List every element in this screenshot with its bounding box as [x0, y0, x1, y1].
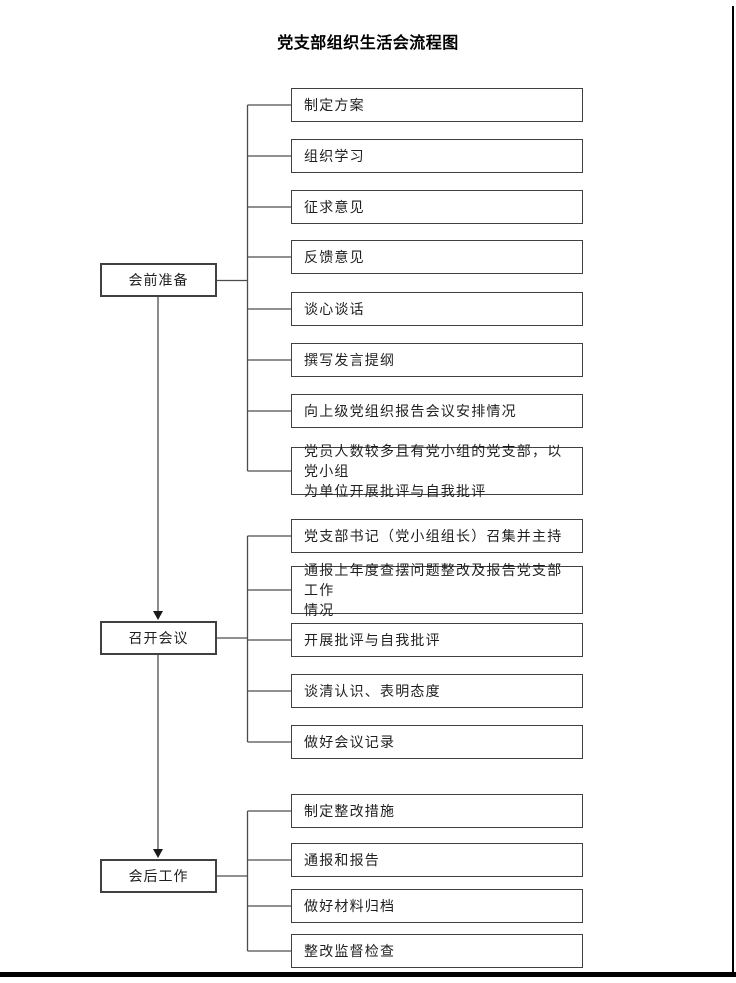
step-box: 撰写发言提纲: [291, 343, 583, 377]
step-box: 做好材料归档: [291, 889, 583, 923]
down-arrow-icon: [153, 849, 163, 858]
step-box: 开展批评与自我批评: [291, 623, 583, 657]
stage-box-post-meeting: 会后工作: [100, 859, 217, 893]
stage-label: 召开会议: [128, 630, 189, 646]
step-box: 向上级党组织报告会议安排情况: [291, 394, 583, 428]
step-box: 党支部书记（党小组组长）召集并主持: [291, 519, 583, 553]
step-box: 通报上年度查摆问题整改及报告党支部工作 情况: [291, 562, 583, 618]
step-box: 做好会议记录: [291, 725, 583, 759]
step-box: 谈心谈话: [291, 292, 583, 326]
step-box: 征求意见: [291, 190, 583, 224]
page-border-bottom: [0, 972, 736, 977]
step-box: 反馈意见: [291, 240, 583, 274]
stage-box-pre-meeting: 会前准备: [100, 263, 217, 297]
down-arrow-icon: [153, 611, 163, 620]
step-box: 组织学习: [291, 139, 583, 173]
stage-label: 会前准备: [128, 272, 189, 288]
stage-box-hold-meeting: 召开会议: [100, 621, 217, 655]
page-title: 党支部组织生活会流程图: [277, 35, 459, 52]
step-box: 通报和报告: [291, 843, 583, 877]
step-box: 谈清认识、表明态度: [291, 674, 583, 708]
step-box: 党员人数较多且有党小组的党支部，以党小组 为单位开展批评与自我批评: [291, 443, 583, 499]
stage-label: 会后工作: [128, 868, 189, 884]
step-box: 制定方案: [291, 88, 583, 122]
step-box: 制定整改措施: [291, 794, 583, 828]
page-border-right: [732, 6, 734, 977]
step-box: 整改监督检查: [291, 934, 583, 968]
